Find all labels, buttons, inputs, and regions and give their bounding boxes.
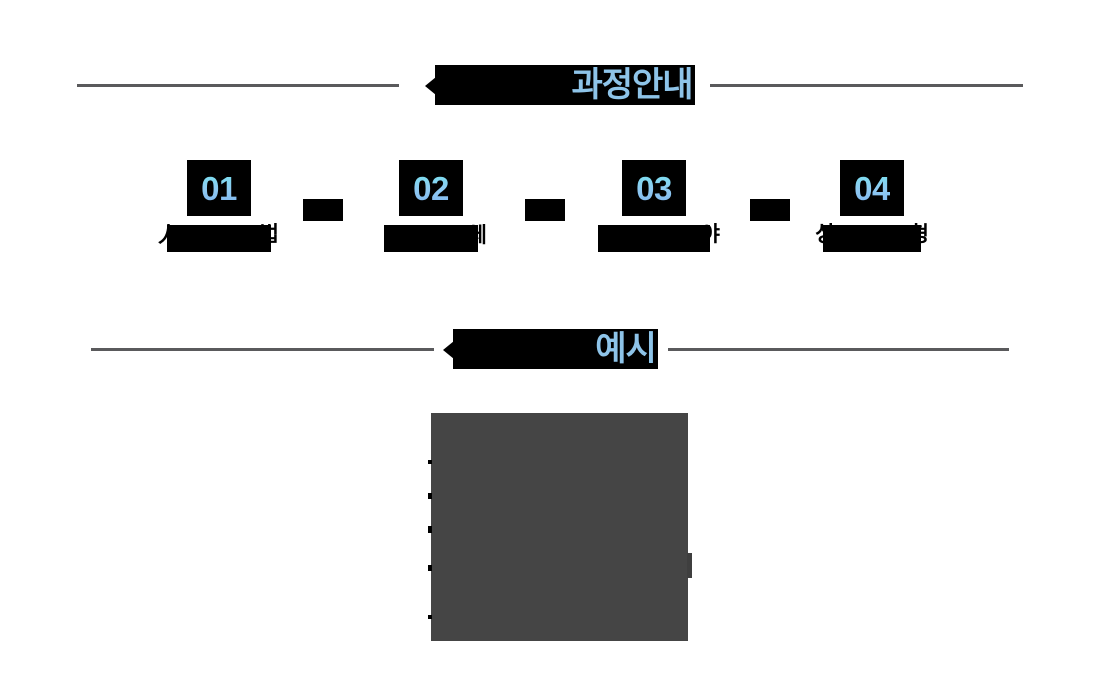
step-label-peek-right-04: 형 bbox=[909, 223, 929, 246]
section-title-course-guide: 과정안내 bbox=[571, 65, 695, 105]
step-label-peek-right-03: 야 bbox=[700, 223, 720, 246]
step-label-04: 싱 형 bbox=[815, 223, 929, 252]
heading-rule-right-example bbox=[667, 347, 1009, 351]
heading-rule-left-example bbox=[91, 347, 435, 351]
step-number-03: 03 bbox=[636, 169, 672, 207]
arrow-left-icon bbox=[425, 77, 437, 95]
step-label-03: 야 bbox=[598, 223, 720, 252]
step-label-01: 人 법 bbox=[158, 223, 279, 252]
step-badge-03: 03 bbox=[622, 160, 686, 216]
step-item-03[interactable]: 03 야 bbox=[588, 160, 720, 252]
edge-tick-4 bbox=[428, 565, 432, 571]
edge-tick-right bbox=[687, 553, 692, 578]
example-image-placeholder bbox=[428, 413, 692, 641]
step-connector-1 bbox=[303, 199, 343, 221]
heading-redaction-bar bbox=[435, 65, 572, 105]
step-label-peek-right-02: 체 bbox=[467, 224, 487, 247]
edge-tick-1 bbox=[428, 460, 432, 464]
step-label-peek-right-01: 법 bbox=[259, 223, 279, 246]
section-heading-example: 예시 bbox=[0, 321, 1100, 377]
step-badge-04: 04 bbox=[840, 160, 904, 216]
section-title-example: 예시 bbox=[595, 329, 658, 369]
step-item-02[interactable]: 02 체 bbox=[368, 160, 494, 252]
step-connector-3 bbox=[750, 199, 790, 221]
step-number-02: 02 bbox=[413, 169, 449, 207]
step-number-04: 04 bbox=[854, 169, 890, 207]
step-item-04[interactable]: 04 싱 형 bbox=[812, 160, 932, 252]
heading-rule-left bbox=[77, 83, 400, 87]
step-connector-2 bbox=[525, 199, 565, 221]
step-list: 01 人 법 02 체 bbox=[0, 160, 1100, 260]
section-heading-course-guide: 과정안내 bbox=[0, 57, 1100, 113]
heading-center-example: 예시 bbox=[443, 321, 658, 377]
arrow-left-icon-example bbox=[443, 341, 455, 359]
edge-tick-2 bbox=[428, 493, 432, 499]
step-label-02: 체 bbox=[384, 224, 487, 252]
edge-tick-5 bbox=[428, 615, 432, 619]
step-item-01[interactable]: 01 人 법 bbox=[153, 160, 285, 252]
step-number-01: 01 bbox=[201, 169, 237, 207]
step-badge-02: 02 bbox=[399, 160, 463, 216]
step-label-peek-left-01: 人 bbox=[158, 224, 179, 247]
step-label-peek-left-04: 싱 bbox=[815, 223, 835, 246]
heading-redaction-bar-example bbox=[453, 329, 596, 369]
heading-center-course-guide: 과정안내 bbox=[425, 57, 695, 113]
heading-rule-right bbox=[709, 83, 1023, 87]
edge-tick-3 bbox=[428, 526, 432, 533]
step-badge-01: 01 bbox=[187, 160, 251, 216]
